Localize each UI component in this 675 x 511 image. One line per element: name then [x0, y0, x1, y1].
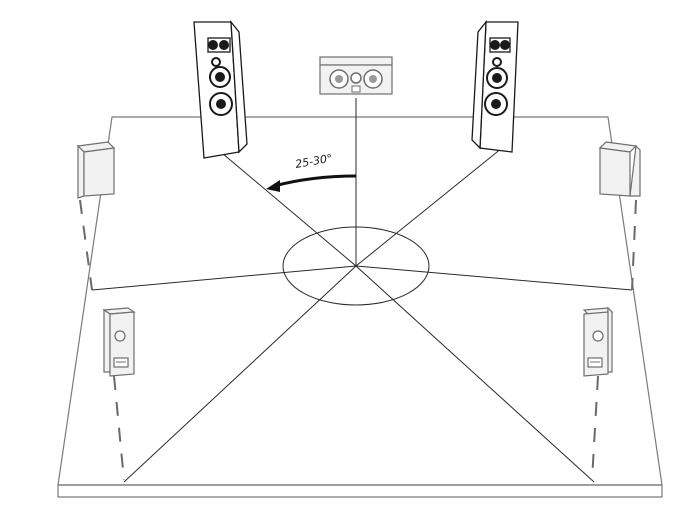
listening-rays: [91, 98, 633, 483]
room-floor: [57, 116, 663, 498]
ray-rear-right: [355, 265, 595, 483]
surround-speaker-icon: [76, 141, 116, 199]
bookshelf-speaker-icon: [102, 307, 136, 377]
floor-standing-speaker-icon: [471, 20, 519, 153]
center-channel-speaker-icon: [319, 56, 393, 95]
ray-front-right: [355, 147, 503, 267]
speaker-stand-lines: [79, 199, 637, 481]
ray-side-right: [355, 265, 633, 291]
ray-front-left: [215, 147, 357, 267]
floor-standing-speaker-icon: [193, 19, 248, 159]
angle-indicator: 25-30°: [266, 152, 357, 192]
ray-side-left: [91, 265, 357, 291]
ray-rear-left: [123, 265, 357, 483]
bookshelf-speaker-icon: [582, 306, 614, 377]
angle-label: 25-30°: [294, 152, 333, 171]
surround-speaker-icon: [598, 141, 641, 197]
